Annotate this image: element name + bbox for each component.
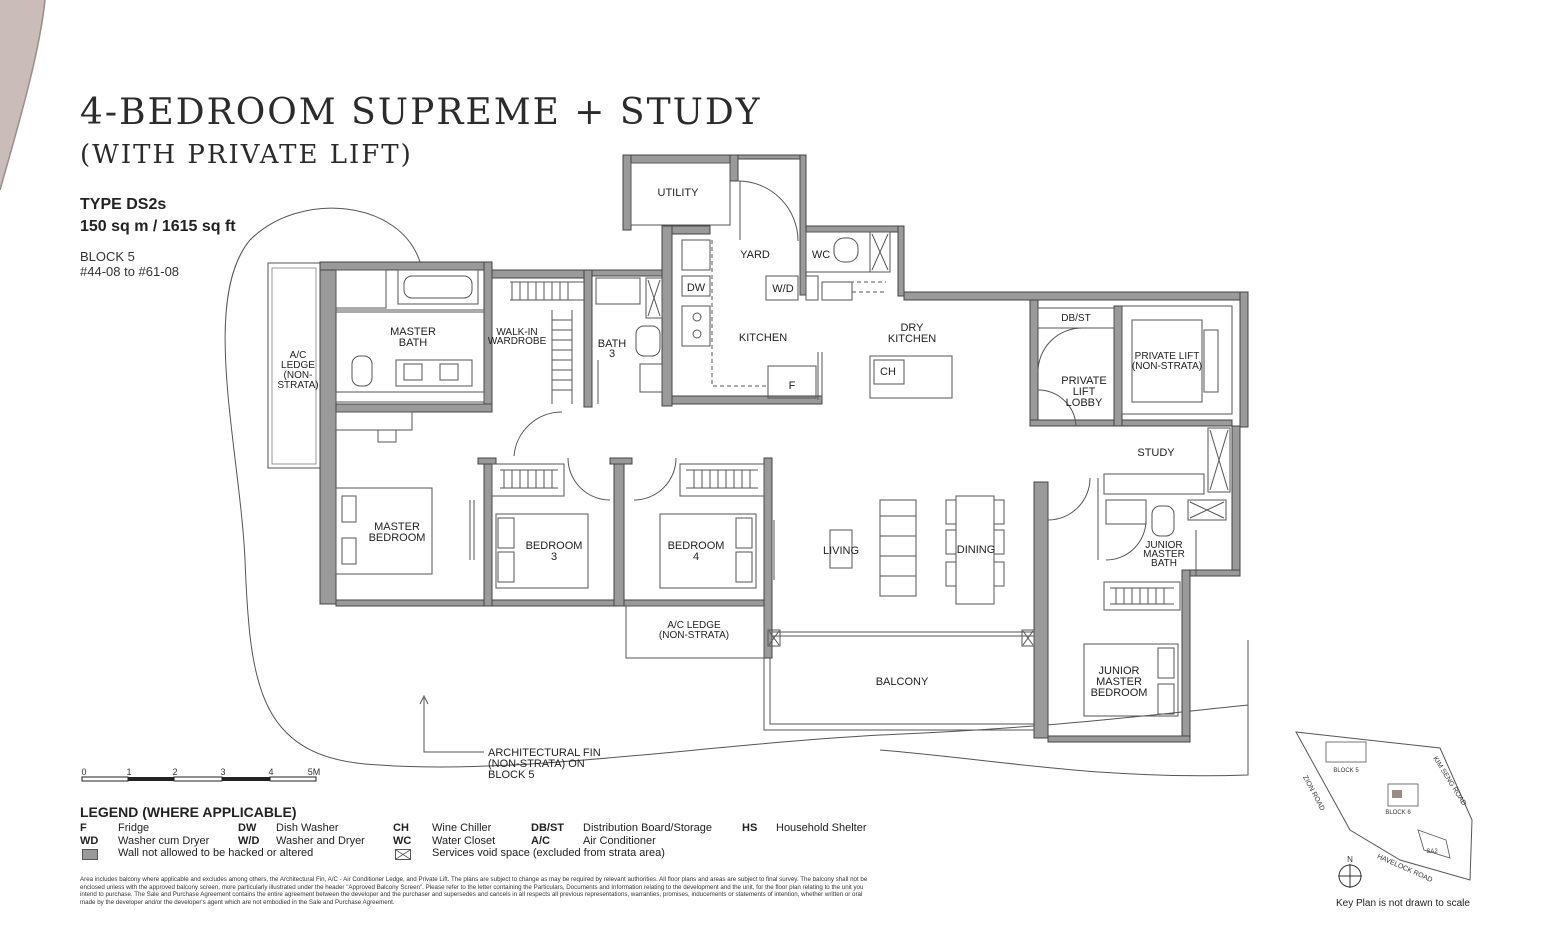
legend-wall-text: Wall not allowed to be hacked or altered xyxy=(118,847,314,859)
legend-text-wc: Water Closet xyxy=(432,835,496,847)
scale-label-3: 3 xyxy=(220,767,225,777)
ac-ledge-mid-1: A/C LEDGE xyxy=(667,620,721,631)
fin-label-2: (NON-STRATA) ON xyxy=(488,758,585,770)
fin-label-1: ARCHITECTURAL FIN xyxy=(488,747,601,759)
room-dry-kitchen-2: KITCHEN xyxy=(888,333,936,345)
legend-item-wc: WC xyxy=(393,835,412,847)
room-jr-bath-2: MASTER xyxy=(1143,549,1185,560)
void-swatch-icon xyxy=(395,849,411,860)
room-walkin-2: WARDROBE xyxy=(488,336,547,347)
room-living: LIVING xyxy=(823,545,859,557)
ac-ledge-mid-2: (NON-STRATA) xyxy=(659,630,729,641)
room-walkin-1: WALK-IN xyxy=(496,327,537,338)
label-ch: CH xyxy=(880,366,896,378)
disclaimer: Area includes balcony where applicable a… xyxy=(80,876,868,906)
room-study: STUDY xyxy=(1137,447,1175,459)
scale-label-1: 1 xyxy=(126,767,131,777)
keyplan-block6: BLOCK 6 xyxy=(1385,810,1411,816)
legend-item-dw: DW xyxy=(238,822,257,834)
legend-text-ch: Wine Chiller xyxy=(432,822,492,834)
room-lift-lobby-3: LOBBY xyxy=(1066,397,1103,409)
room-master-bath-1: MASTER xyxy=(390,326,436,338)
unit-type: TYPE DS2s xyxy=(80,196,167,213)
scale-label-2: 2 xyxy=(172,767,177,777)
room-balcony: BALCONY xyxy=(876,676,929,688)
label-dw: DW xyxy=(687,282,706,294)
legend-item-wd: WD xyxy=(80,835,99,847)
scale-label-5: 5M xyxy=(308,767,321,777)
room-kitchen: KITCHEN xyxy=(739,332,787,344)
unit-numbers: #44-08 to #61-08 xyxy=(80,264,180,279)
legend-item-w-d: W/D xyxy=(238,835,260,847)
legend-item-hs: HS xyxy=(742,822,758,834)
room-master-bedroom-1: MASTER xyxy=(374,521,420,533)
unit-area: 150 sq m / 1615 sq ft xyxy=(80,218,236,235)
room-bedroom3-2: 3 xyxy=(551,551,557,563)
room-dining: DINING xyxy=(957,544,996,556)
keyplan-sa2: SA2 xyxy=(1426,849,1438,855)
decorative-curve xyxy=(0,0,46,191)
ac-ledge-left-1: A/C xyxy=(290,350,307,361)
legend-text-f: Fridge xyxy=(118,822,150,834)
legend-text-dw: Dish Washer xyxy=(276,822,339,834)
room-dry-kitchen-1: DRY xyxy=(900,322,924,334)
ac-ledge-left-2: LEDGE xyxy=(281,360,315,371)
room-jr-bedroom-3: BEDROOM xyxy=(1091,687,1148,699)
room-wc: WC xyxy=(812,249,830,261)
scale-bar: 0 1 2 3 4 5M xyxy=(81,767,321,782)
scale-label-0: 0 xyxy=(81,767,86,777)
legend-void-text: Services void space (excluded from strat… xyxy=(432,847,665,859)
room-bath3-1: BATH xyxy=(598,338,627,350)
keyplan-note: Key Plan is not drawn to scale xyxy=(1336,898,1470,909)
legend-text-hs: Household Shelter xyxy=(776,822,867,834)
room-utility: UTILITY xyxy=(658,187,700,199)
legend-text-w-d: Washer and Dryer xyxy=(276,835,365,847)
legend-item-f: F xyxy=(80,822,87,834)
room-jr-bath-1: JUNIOR xyxy=(1145,540,1182,551)
label-db-st: DB/ST xyxy=(1061,313,1090,324)
legend-text-wd: Washer cum Dryer xyxy=(118,835,210,847)
room-lift-lobby-1: PRIVATE xyxy=(1061,375,1106,387)
legend-item-ac: A/C xyxy=(531,835,550,847)
room-master-bedroom-2: BEDROOM xyxy=(369,532,426,544)
room-lift-lobby-2: LIFT xyxy=(1073,386,1096,398)
room-yard: YARD xyxy=(740,249,770,261)
scale-label-4: 4 xyxy=(268,767,273,777)
label-wd: W/D xyxy=(772,283,793,295)
keyplan-north: N xyxy=(1347,855,1353,864)
wall-swatch xyxy=(82,849,98,860)
legend-item-ch: CH xyxy=(393,822,409,834)
legend-item-db-st: DB/ST xyxy=(531,822,564,834)
keyplan-zion-road: ZION ROAD xyxy=(1301,774,1325,812)
ac-ledge-left-4: STRATA) xyxy=(277,380,318,391)
room-master-bath-2: BATH xyxy=(399,337,428,349)
unit-block: BLOCK 5 xyxy=(80,249,135,264)
room-bath3-2: 3 xyxy=(609,348,615,360)
legend-text-db-st: Distribution Board/Storage xyxy=(583,822,713,834)
room-jr-bedroom-2: MASTER xyxy=(1096,676,1142,688)
room-bedroom4-2: 4 xyxy=(693,551,699,563)
page-title: 4-BEDROOM SUPREME + STUDY xyxy=(80,92,762,133)
keyplan-block5: BLOCK 5 xyxy=(1333,768,1359,774)
room-private-lift-2: (NON-STRATA) xyxy=(1132,361,1202,372)
key-plan: BLOCK 5 BLOCK 6 SA2 KIM SENG ROAD ZION R… xyxy=(1295,731,1473,888)
room-jr-bath-3: BATH xyxy=(1151,558,1177,569)
legend-title: LEGEND (WHERE APPLICABLE) xyxy=(80,804,297,820)
label-fridge: F xyxy=(789,380,796,392)
fin-label-3: BLOCK 5 xyxy=(488,769,534,781)
room-bedroom4-1: BEDROOM xyxy=(668,540,725,552)
ac-ledge-left-3: (NON- xyxy=(284,370,313,381)
page-subtitle: (WITH PRIVATE LIFT) xyxy=(80,140,413,170)
room-private-lift-1: PRIVATE LIFT xyxy=(1135,351,1200,362)
room-bedroom3-1: BEDROOM xyxy=(526,540,583,552)
legend-text-ac: Air Conditioner xyxy=(583,835,656,847)
room-jr-bedroom-1: JUNIOR xyxy=(1099,665,1140,677)
